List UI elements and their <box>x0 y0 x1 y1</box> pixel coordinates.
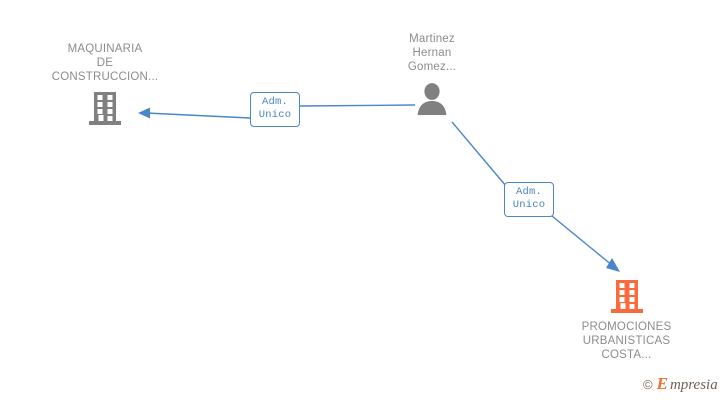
person-icon[interactable] <box>413 82 451 116</box>
node-company-maquinaria[interactable]: MAQUINARIA DE CONSTRUCCION... <box>40 42 170 126</box>
arrowhead-left-icon <box>138 107 150 119</box>
edge-line-lower-segment <box>551 215 614 267</box>
watermark-brand-initial: E <box>656 374 668 393</box>
edge-label-adm-unico-maquinaria[interactable]: Adm. Unico <box>250 92 300 127</box>
node-label-persona: Martinez Hernan Gomez... <box>407 33 457 73</box>
building-icon[interactable] <box>88 90 122 126</box>
edge-person-to-promociones <box>451 121 620 272</box>
node-company-promociones[interactable]: PROMOCIONES URBANISTICAS COSTA... <box>559 278 694 362</box>
node-label-promociones: PROMOCIONES URBANISTICAS COSTA... <box>581 321 672 361</box>
edge-person-to-maquinaria <box>138 104 416 119</box>
building-icon[interactable] <box>610 278 644 314</box>
watermark-brand-name: mpresia <box>669 377 718 393</box>
empresia-watermark: © E mpresia <box>643 375 718 393</box>
node-label-maquinaria: MAQUINARIA DE CONSTRUCCION... <box>51 43 159 83</box>
arrowhead-down-right-icon <box>606 258 620 272</box>
edge-label-adm-unico-promociones[interactable]: Adm. Unico <box>504 182 554 217</box>
edge-line-right-segment <box>299 104 416 107</box>
copyright-icon: © <box>643 377 653 392</box>
edge-line-left-segment <box>145 112 251 119</box>
node-person-martinez[interactable]: Martinez Hernan Gomez... <box>382 32 482 116</box>
edge-line-upper-segment <box>451 121 507 187</box>
